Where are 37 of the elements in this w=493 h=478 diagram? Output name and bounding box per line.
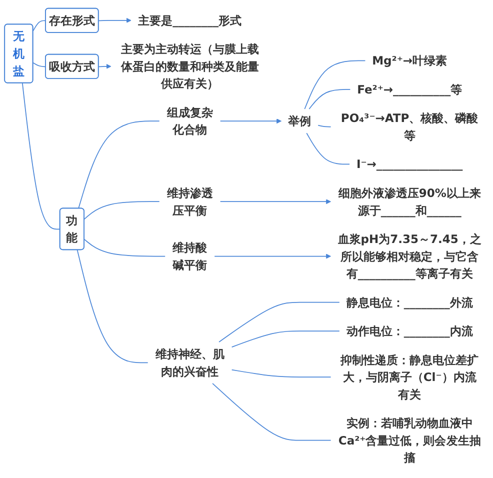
connector — [306, 132, 350, 165]
connector — [22, 82, 61, 230]
node-text: 血浆pH为7.35～7.45，之所以能够相对稳定，与它含有__________等离子有关 — [338, 232, 482, 280]
connector — [218, 302, 340, 342]
arrow — [98, 64, 112, 69]
arrow — [98, 18, 132, 23]
node-text: I⁻→_______________ — [356, 157, 463, 172]
node-text: Fe²⁺→__________等 — [357, 82, 462, 96]
node-text: 动作电位：________内流 — [346, 324, 473, 338]
node-text: 静息电位：________外流 — [346, 295, 473, 310]
connector — [308, 89, 351, 110]
node-text: 维持神经、肌肉的兴奋性 — [155, 347, 224, 378]
connector — [304, 60, 366, 110]
node-text: 主要为主动转运（与膜上载体蛋白的数量和种类及能量供应有关） — [120, 42, 259, 91]
connector — [32, 62, 46, 68]
node-text: 举例 — [288, 114, 312, 128]
arrow — [220, 199, 331, 204]
arrow — [214, 254, 331, 259]
node-text: 实例：若哺乳动物血液中Ca²⁺含量过低，则会发生抽搐 — [338, 416, 481, 465]
connector — [231, 369, 332, 378]
connector — [76, 250, 148, 364]
node-text: 维持酸碱平衡 — [172, 240, 208, 272]
node-text: 主要是________形式 — [138, 13, 242, 28]
connector — [78, 120, 160, 209]
node-text: 组成复杂化合物 — [166, 106, 213, 137]
connector — [84, 201, 160, 220]
connector — [32, 20, 46, 32]
node-text: 抑制性递质：静息电位差扩大，与阴离子（Cl⁻）内流有关 — [340, 352, 479, 402]
connector — [231, 330, 340, 348]
connector — [84, 238, 166, 257]
node-text: 细胞外液渗透压90%以上来源于______和______ — [338, 186, 481, 218]
arrow — [220, 118, 282, 124]
connector — [212, 382, 332, 441]
node-text: 维持渗透压平衡 — [166, 186, 213, 218]
node-text: PO₄³⁻→ATP、核酸、磷酸等 — [340, 111, 478, 142]
connector — [318, 124, 332, 128]
node-text: Mg²⁺→叶绿素 — [372, 54, 448, 68]
